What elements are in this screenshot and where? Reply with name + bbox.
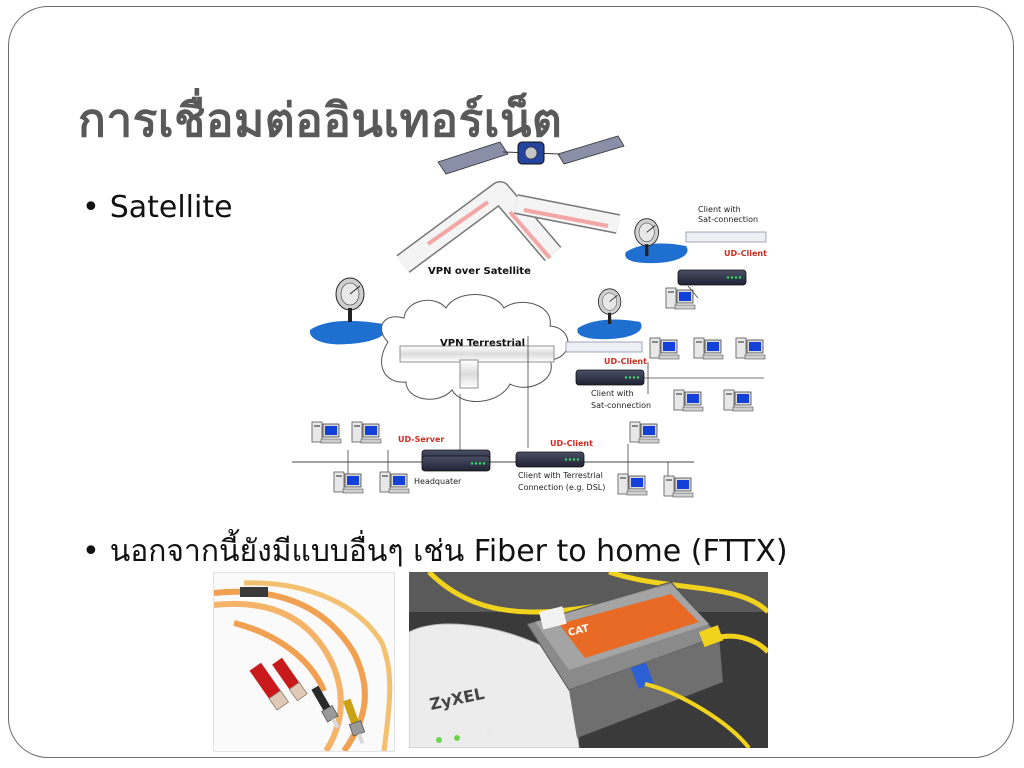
label-ud-client-3: UD-Client (550, 439, 593, 448)
pc-icon (629, 421, 660, 444)
label-client-sat-2b: Sat-connection (591, 401, 651, 410)
label-client-sat-2: Client with (591, 389, 634, 398)
client-satellite-dish-icon (598, 288, 622, 325)
label-client-sat-1: Client with (698, 205, 741, 214)
label-headquarter: Headquater (414, 477, 462, 486)
pc-icon (351, 421, 382, 444)
modem-bar (685, 231, 767, 243)
label-vpn-satellite: VPN over Satellite (428, 266, 531, 277)
pc-icon (665, 287, 696, 310)
ud-server-router-icon (421, 455, 491, 472)
pc-icon (723, 389, 754, 412)
pc-icon (379, 471, 410, 494)
label-ud-client-1: UD-Client (724, 249, 767, 258)
pc-icon (735, 337, 766, 360)
fiber-cables-photo (213, 572, 395, 752)
bullet-satellite: • Satellite (82, 190, 233, 225)
ud-client-router-icon (575, 369, 645, 386)
bullet-text: นอกจากนี้ยังมีแบบอื่นๆ เช่น Fiber to hom… (109, 534, 788, 569)
satellite-icon (437, 135, 625, 175)
pc-icon (617, 473, 648, 496)
label-ud-client-2: UD-Client (604, 357, 647, 366)
label-client-terrestrial: Client with Terrestrial (518, 471, 603, 480)
slide-title: การเชื่อมต่ออินเทอร์เน็ต (78, 93, 563, 147)
label-client-terrestrial-b: Connection (e.g. DSL) (518, 483, 605, 492)
ud-client-router-icon (677, 269, 747, 286)
pc-icon (673, 389, 704, 412)
pc-icon (649, 337, 680, 360)
water-pad (309, 320, 387, 345)
pc-icon (333, 471, 364, 494)
bullet-text: Satellite (109, 190, 233, 225)
water-pad (625, 243, 688, 264)
pc-icon (663, 475, 694, 498)
bullet-dot: • (82, 190, 100, 225)
pc-icon (311, 421, 342, 444)
ud-client-router-icon (515, 451, 585, 468)
converter-brand-label: CAT (567, 623, 590, 639)
label-ud-server: UD-Server (398, 435, 444, 444)
terrestrial-cloud (381, 294, 569, 402)
bullet-fttx: • นอกจากนี้ยังมีแบบอื่นๆ เช่น Fiber to ho… (82, 528, 788, 575)
media-converter-photo: ZyXEL CAT (409, 572, 768, 748)
satellite-pipe (396, 181, 620, 273)
hq-satellite-dish-icon (335, 277, 365, 323)
bullet-dot: • (82, 534, 100, 569)
label-client-sat-1b: Sat-connection (698, 215, 758, 224)
label-vpn-terrestrial: VPN Terrestrial (440, 338, 525, 349)
pc-icon (693, 337, 724, 360)
modem-bar (565, 341, 643, 353)
vpn-network-diagram: VPN over Satellite VPN Terrestrial Clien… (292, 135, 767, 498)
water-pad (577, 319, 642, 340)
